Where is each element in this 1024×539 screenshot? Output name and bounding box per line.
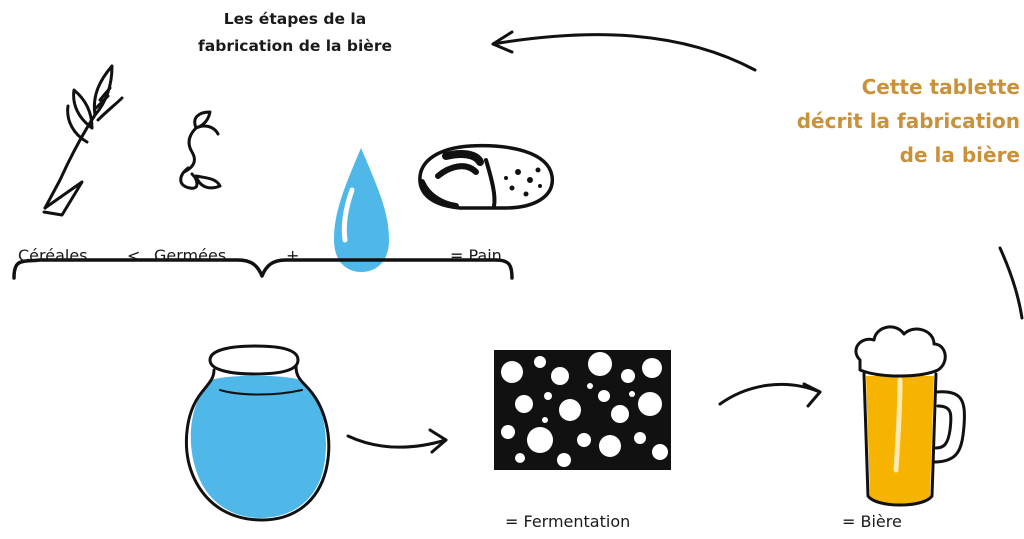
diagram-title-line-2: fabrication de la bière [198,37,392,55]
tablet-note-line-2: décrit la fabrication [796,109,1020,133]
arrow-jar-to-fermentation [346,428,448,454]
curved-line-right-edge [998,246,1024,320]
bread-icon [418,143,554,210]
water-drop-icon [334,148,389,272]
wheat-icon [42,64,124,217]
tablet-note-line-1: Cette tablette [861,75,1020,99]
label-plus: + [286,246,300,265]
grouping-brace [12,258,514,280]
tablet-note: Cette tablette décrit la fabrication de … [797,70,1020,172]
jar-icon [184,344,331,522]
curved-arrow-to-title [491,30,757,72]
label-beer: = Bière [842,512,902,531]
label-less-than: < [127,246,141,265]
label-fermentation: = Fermentation [505,512,631,531]
label-sprouted: Germées [154,246,227,265]
diagram-title-line-1: Les étapes de la [223,10,367,28]
fermentation-bubbles-icon [494,350,680,470]
label-cereals: Céréales [18,246,88,265]
diagram-title: Les étapes de la fabrication de la bière [150,6,440,60]
sprout-icon [179,110,222,190]
beer-mug-icon [854,325,966,507]
label-bread: = Pain [450,246,502,265]
tablet-note-line-3: de la bière [899,143,1020,167]
arrow-fermentation-to-beer [718,382,822,408]
